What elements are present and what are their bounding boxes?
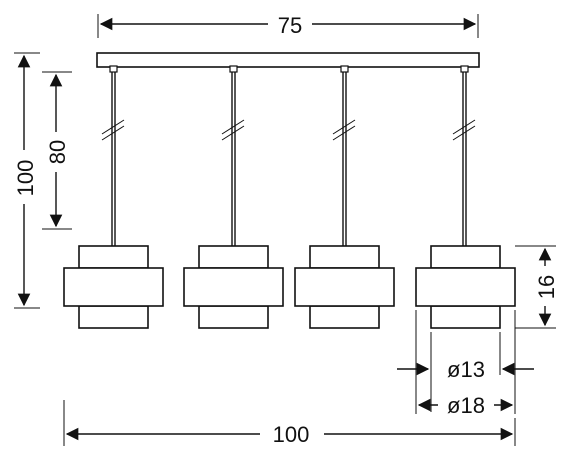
shade-top	[78, 245, 149, 269]
label-background	[260, 421, 324, 447]
shade-top	[198, 245, 269, 269]
shade-bottom	[78, 305, 149, 329]
cable-break-mark	[101, 119, 125, 135]
ceiling-bar	[96, 52, 480, 68]
shade-bottom	[198, 305, 269, 329]
inner-diameter-label: ø13	[447, 357, 485, 382]
dimension-cable-length: 80	[42, 71, 72, 230]
label-background	[532, 266, 558, 306]
dimension-inner-diameter: ø13	[397, 332, 534, 412]
label-background	[44, 132, 68, 172]
shade-bottom	[430, 305, 501, 329]
cable-mount	[109, 65, 118, 73]
cable-break-mark	[101, 125, 125, 141]
ceiling-bar-body	[96, 52, 480, 68]
dimension-shade-height: 16	[515, 245, 559, 329]
top-width-label: 75	[278, 13, 302, 38]
cable-mount	[229, 65, 238, 73]
shade-height-label: 16	[534, 275, 559, 299]
total-width-label: 100	[273, 422, 310, 447]
dimension-top-width: 75	[97, 12, 479, 38]
cable-break-mark	[452, 119, 476, 135]
dimension-outer-diameter: ø18	[415, 310, 516, 418]
cable-break-mark	[221, 125, 245, 141]
shade-bottom	[309, 305, 380, 329]
cable-length-label: 80	[45, 140, 70, 164]
cable-break-mark	[332, 119, 356, 135]
pendant-lamp-2	[183, 65, 284, 329]
dimension-total-height: 100	[12, 52, 40, 309]
cable-break-mark	[452, 125, 476, 141]
dimension-total-width: 100	[63, 400, 516, 447]
shade-top	[309, 245, 380, 269]
cable-mount	[460, 65, 469, 73]
shade-middle-ring	[63, 267, 164, 307]
label-background	[12, 150, 36, 204]
outer-diameter-label: ø18	[447, 393, 485, 418]
label-background	[438, 392, 494, 416]
cable-break-mark	[221, 119, 245, 135]
shade-top	[430, 245, 501, 269]
shade-middle-ring	[415, 267, 516, 307]
total-height-label: 100	[13, 160, 38, 197]
shade-middle-ring	[294, 267, 395, 307]
label-background	[268, 12, 312, 36]
cable-mount	[340, 65, 349, 73]
pendant-lamp-1	[63, 65, 164, 329]
shade-middle-ring	[183, 267, 284, 307]
pendant-lamp-3	[294, 65, 395, 329]
cable-break-mark	[332, 125, 356, 141]
pendant-lamp-4	[415, 65, 516, 329]
